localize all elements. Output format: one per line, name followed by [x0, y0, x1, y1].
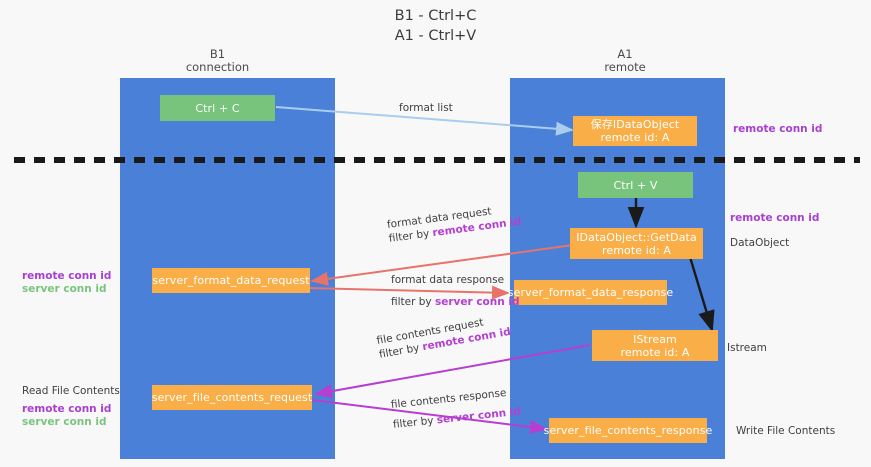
- annotation-right-remote-conn-id-top: remote conn id: [733, 123, 823, 135]
- node-server-format-data-response[interactable]: server_format_data_response: [508, 280, 673, 305]
- node-save-idataobject[interactable]: 保存IDataObject remote id: A: [573, 116, 697, 146]
- annotation-left-remote-conn-id-mid: remote conn id: [22, 270, 112, 282]
- filter-prefix: filter by: [391, 296, 435, 308]
- node-server-format-data-response-label: server_format_data_response: [507, 286, 674, 299]
- node-idataobject-getdata[interactable]: IDataObject::GetData remote id: A: [570, 228, 703, 259]
- annotation-left-read-file-contents: Read File Contents: [22, 385, 120, 397]
- node-save-idataobject-line1: 保存IDataObject: [590, 118, 680, 131]
- node-istream-line2: remote id: A: [620, 345, 690, 359]
- filter-prefix: filter by: [392, 414, 438, 431]
- node-save-idataobject-line2: remote id: A: [600, 131, 670, 144]
- annotation-left-remote-conn-id-bottom: remote conn id: [22, 403, 112, 415]
- edge-label-format-data-response: format data response filter by server co…: [391, 273, 520, 309]
- node-istream-line1: IStream: [633, 332, 677, 346]
- node-idataobject-getdata-line2: remote id: A: [601, 243, 672, 257]
- annotation-right-write-file-contents: Write File Contents: [736, 425, 836, 437]
- node-istream[interactable]: IStream remote id: A: [592, 330, 718, 361]
- edge-label-format-data-response-line1: format data response: [391, 274, 505, 286]
- annotation-right-istream: Istream: [727, 342, 767, 354]
- node-ctrl-v[interactable]: Ctrl + V: [578, 172, 693, 198]
- node-server-file-contents-response-label: server_file_contents_response: [543, 424, 713, 437]
- node-idataobject-getdata-line1: IDataObject::GetData: [576, 230, 697, 244]
- node-server-file-contents-response[interactable]: server_file_contents_response: [544, 418, 712, 443]
- node-ctrl-c[interactable]: Ctrl + C: [160, 95, 275, 121]
- annotation-left-server-conn-id-mid: server conn id: [22, 283, 107, 295]
- edge-label-file-contents-response: file contents response filter by server …: [390, 385, 521, 432]
- edge-label-format-data-response-filter: filter by server conn id: [391, 295, 520, 309]
- diagram-title: B1 - Ctrl+C A1 - Ctrl+V: [0, 6, 871, 46]
- edge-label-file-contents-request: file contents request filter by remote c…: [376, 311, 512, 362]
- node-server-file-contents-request-label: server_file_contents_request: [151, 391, 313, 404]
- filter-key-server-conn-id: server conn id: [436, 405, 522, 427]
- diagram-title-line2: A1 - Ctrl+V: [394, 28, 477, 44]
- edge-label-format-list-text: format list: [399, 102, 453, 114]
- node-server-format-data-request-label: server_format_data_request: [152, 274, 310, 287]
- column-header-a1-sub: remote: [604, 60, 646, 74]
- annotation-left-server-conn-id-bottom: server conn id: [22, 416, 107, 428]
- diagram-title-line1: B1 - Ctrl+C: [394, 8, 477, 24]
- column-header-b1-name: B1: [209, 47, 226, 61]
- edge-label-format-list: format list: [399, 101, 453, 115]
- column-header-a1-name: A1: [617, 47, 633, 61]
- node-server-file-contents-request[interactable]: server_file_contents_request: [152, 385, 312, 410]
- annotation-right-remote-conn-id-mid: remote conn id: [730, 212, 820, 224]
- annotation-right-dataobject: DataObject: [730, 237, 790, 249]
- column-header-b1-sub: connection: [185, 60, 250, 74]
- node-ctrl-c-label: Ctrl + C: [195, 101, 240, 115]
- filter-key-server-conn-id: server conn id: [434, 296, 520, 308]
- node-server-format-data-request[interactable]: server_format_data_request: [152, 268, 310, 293]
- edge-label-format-data-request: format data request filter by remote con…: [386, 201, 522, 246]
- node-ctrl-v-label: Ctrl + V: [613, 178, 658, 192]
- column-header-a1: A1 remote: [560, 48, 690, 74]
- column-header-b1: B1 connection: [160, 48, 275, 74]
